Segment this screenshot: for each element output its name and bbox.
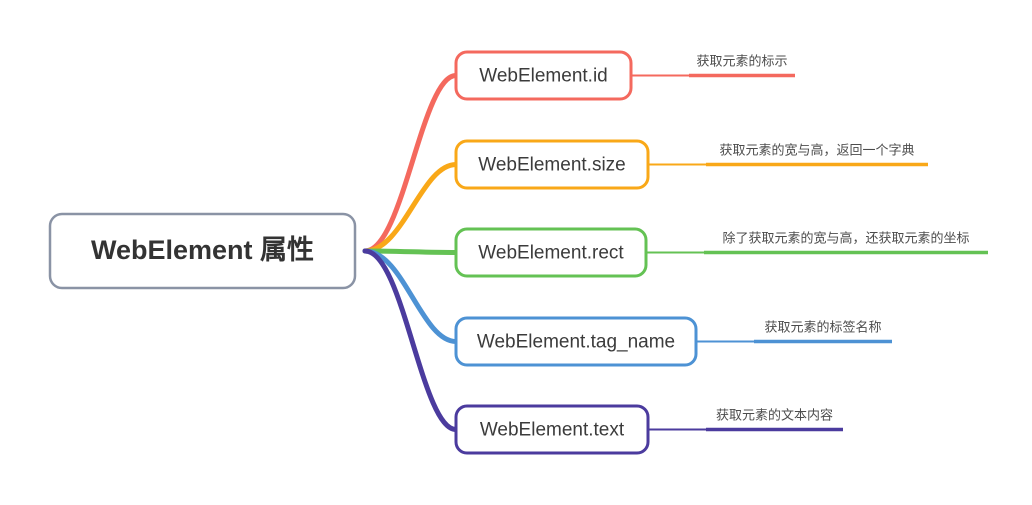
note-connectors [631,73,988,432]
branch-node-label: WebElement.id [479,66,608,87]
branch-node-tag-name[interactable]: WebElement.tag_name [454,316,698,367]
branch-curve-size [362,162,459,254]
note-label-rect: 除了获取元素的宽与高，还获取元素的坐标 [722,231,969,246]
root-node-label: WebElement 属性 [91,235,314,265]
branch-node-id[interactable]: WebElement.id [454,50,633,101]
branch-node-size[interactable]: WebElement.size [454,139,650,190]
branch-node-box [454,227,648,278]
root-node-box [48,212,357,290]
branch-node-label: WebElement.tag_name [477,332,675,353]
note-label-size: 获取元素的宽与高，返回一个字典 [719,143,914,158]
branch-node-text[interactable]: WebElement.text [454,404,650,455]
branch-node-box [454,50,633,101]
branch-curve-text [362,248,459,432]
branch-node-box [454,316,698,367]
root-node[interactable]: WebElement 属性 [48,212,357,290]
note-label-tag-name: 获取元素的标签名称 [764,320,881,335]
branch-node-box [454,404,650,455]
branch-node-rect[interactable]: WebElement.rect [454,227,648,278]
branch-node-label: WebElement.size [478,155,626,176]
branch-connectors [362,73,459,432]
branch-curve-id [362,73,459,254]
branch-node-label: WebElement.rect [478,243,624,264]
branch-node-box [454,139,650,190]
branch-node-label: WebElement.text [480,420,625,441]
note-label-text: 获取元素的文本内容 [716,408,833,423]
note-label-id: 获取元素的标示 [696,54,787,69]
